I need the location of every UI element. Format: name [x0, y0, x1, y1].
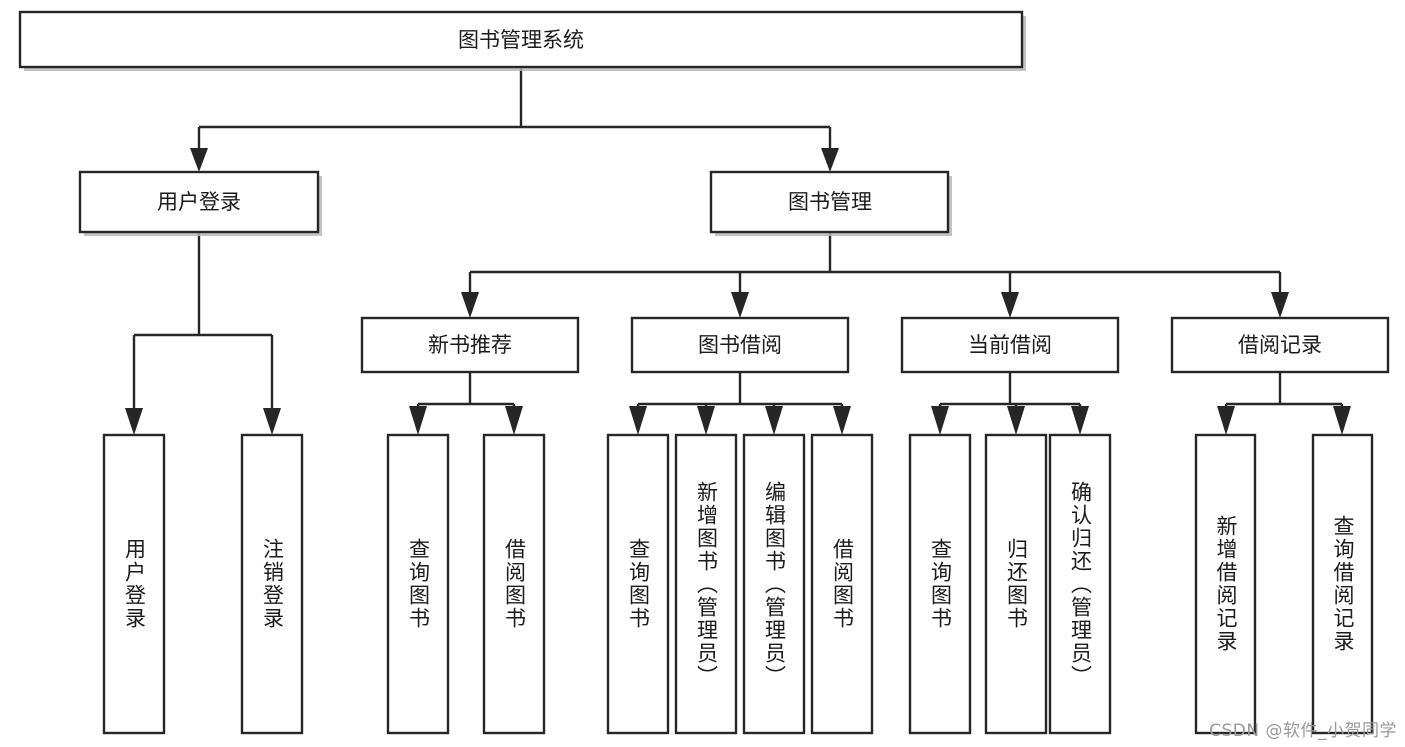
leaf-box-add-borrow-record[interactable]	[1194, 433, 1257, 735]
leaf-box-logout[interactable]	[240, 433, 304, 735]
current-borrow-label: 当前借阅	[968, 333, 1052, 357]
user-login-label: 用户登录	[157, 190, 241, 214]
book-borrow-box[interactable]	[630, 316, 850, 374]
book-management-box[interactable]	[709, 170, 950, 234]
arrow-head-return-books	[1007, 406, 1025, 435]
arrow-head-query-books-1	[409, 406, 427, 435]
arrow-head-add-book-admin	[697, 406, 715, 435]
node-root-book-management-system[interactable]: 图书管理系统	[18, 10, 1026, 71]
leaf-box-query-books-3[interactable]	[908, 433, 972, 735]
book-management-label: 图书管理	[788, 190, 872, 214]
leaf-boxes-borrow-records	[1194, 433, 1374, 735]
arrow-head-add-borrow-record	[1217, 406, 1235, 435]
leaf-box-confirm-return-admin[interactable]	[1048, 433, 1112, 735]
root-label: 图书管理系统	[458, 28, 584, 52]
arrow-head-logout	[263, 408, 281, 435]
connector-group-user-login-leaves	[125, 232, 281, 435]
node-book-borrow[interactable]: 图书借阅	[630, 316, 850, 374]
new-book-recommend-label: 新书推荐	[428, 333, 512, 357]
leaf-box-login[interactable]	[102, 433, 166, 735]
connector-group-borrow-records-leaves	[1217, 372, 1351, 435]
leaf-boxes-user-login	[102, 433, 304, 735]
arrow-head-user-login	[190, 148, 208, 172]
node-current-borrow[interactable]: 当前借阅	[900, 316, 1120, 374]
leaf-box-query-books-1[interactable]	[386, 433, 450, 735]
leaf-box-edit-book-admin[interactable]	[742, 433, 806, 735]
leaf-boxes-new-book-recommend	[386, 433, 546, 735]
arrow-head-borrow-records	[1271, 292, 1289, 318]
arrow-head-query-borrow-record	[1333, 406, 1351, 435]
watermark-text: CSDN @软件_小贺同学	[1209, 721, 1397, 741]
node-book-management[interactable]: 图书管理	[709, 170, 952, 236]
borrow-records-label: 借阅记录	[1238, 333, 1322, 357]
arrow-head-borrow-books-1	[505, 406, 523, 435]
leaf-box-borrow-books-1[interactable]	[482, 433, 546, 735]
leaf-boxes-current-borrow	[908, 433, 1112, 735]
arrow-head-query-books-2	[629, 406, 647, 435]
leaf-box-return-books[interactable]	[984, 433, 1048, 735]
leaf-box-query-books-2[interactable]	[606, 433, 670, 735]
arrow-head-current-borrow	[1001, 292, 1019, 318]
leaf-box-query-borrow-record[interactable]	[1311, 433, 1374, 735]
borrow-records-box[interactable]	[1170, 316, 1390, 374]
node-borrow-records[interactable]: 借阅记录	[1170, 316, 1390, 374]
arrow-head-confirm-return-admin	[1071, 406, 1089, 435]
node-new-book-recommend[interactable]: 新书推荐	[360, 316, 580, 374]
connector-group-book-management-to-level3	[461, 232, 1289, 318]
node-user-login[interactable]: 用户登录	[78, 170, 322, 236]
arrow-head-query-books-3	[931, 406, 949, 435]
arrow-head-borrow-books-2	[833, 406, 851, 435]
connector-group-new-book-recommend-leaves	[409, 372, 523, 435]
leaf-boxes-book-borrow	[606, 433, 874, 735]
current-borrow-box[interactable]	[900, 316, 1120, 374]
connector-group-book-borrow-leaves	[629, 372, 851, 435]
arrow-head-new-book-recommend	[461, 292, 479, 318]
leaf-box-add-book-admin[interactable]	[674, 433, 738, 735]
user-login-box[interactable]	[78, 170, 320, 234]
new-book-recommend-box[interactable]	[360, 316, 580, 374]
connector-group-root-to-level2	[190, 67, 839, 172]
arrow-head-edit-book-admin	[765, 406, 783, 435]
leaf-box-borrow-books-2[interactable]	[810, 433, 874, 735]
book-borrow-label: 图书借阅	[698, 333, 782, 357]
connector-group-current-borrow-leaves	[931, 372, 1089, 435]
arrow-head-book-management	[821, 148, 839, 172]
arrow-head-login	[125, 408, 143, 435]
arrow-head-book-borrow	[731, 292, 749, 318]
root-box[interactable]	[18, 10, 1024, 69]
